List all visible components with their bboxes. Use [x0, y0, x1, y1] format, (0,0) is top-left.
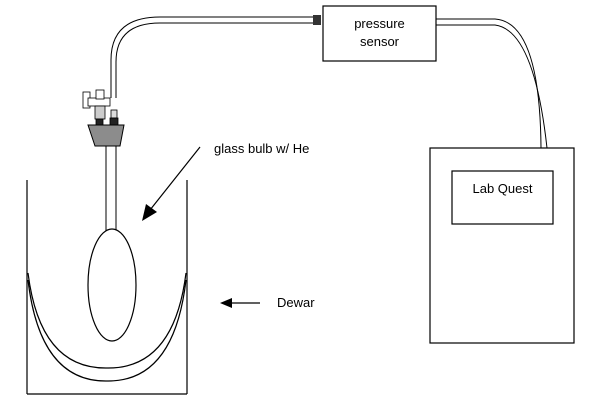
pressure-sensor-box — [322, 5, 437, 62]
dewar-arrow — [220, 298, 260, 308]
rubber-stopper — [87, 124, 125, 147]
glass-bulb-arrow — [142, 146, 201, 221]
glass-stem — [105, 146, 117, 233]
labquest-label: Lab Quest — [472, 181, 533, 196]
labquest-screen — [451, 170, 554, 225]
sensor-connector — [313, 15, 321, 25]
pressure-sensor-label: pressure sensor — [323, 15, 436, 51]
tubing-to-sensor — [110, 16, 318, 98]
dewar-label: Dewar — [277, 295, 315, 310]
dewar — [26, 180, 188, 395]
pressure-sensor-label-line1: pressure — [354, 16, 405, 31]
valve-assembly — [82, 89, 119, 126]
glass-bulb — [87, 228, 137, 342]
pressure-sensor-label-line2: sensor — [359, 34, 400, 49]
glass-bulb-label: glass bulb w/ He — [214, 141, 310, 156]
cable-to-labquest — [436, 18, 548, 149]
